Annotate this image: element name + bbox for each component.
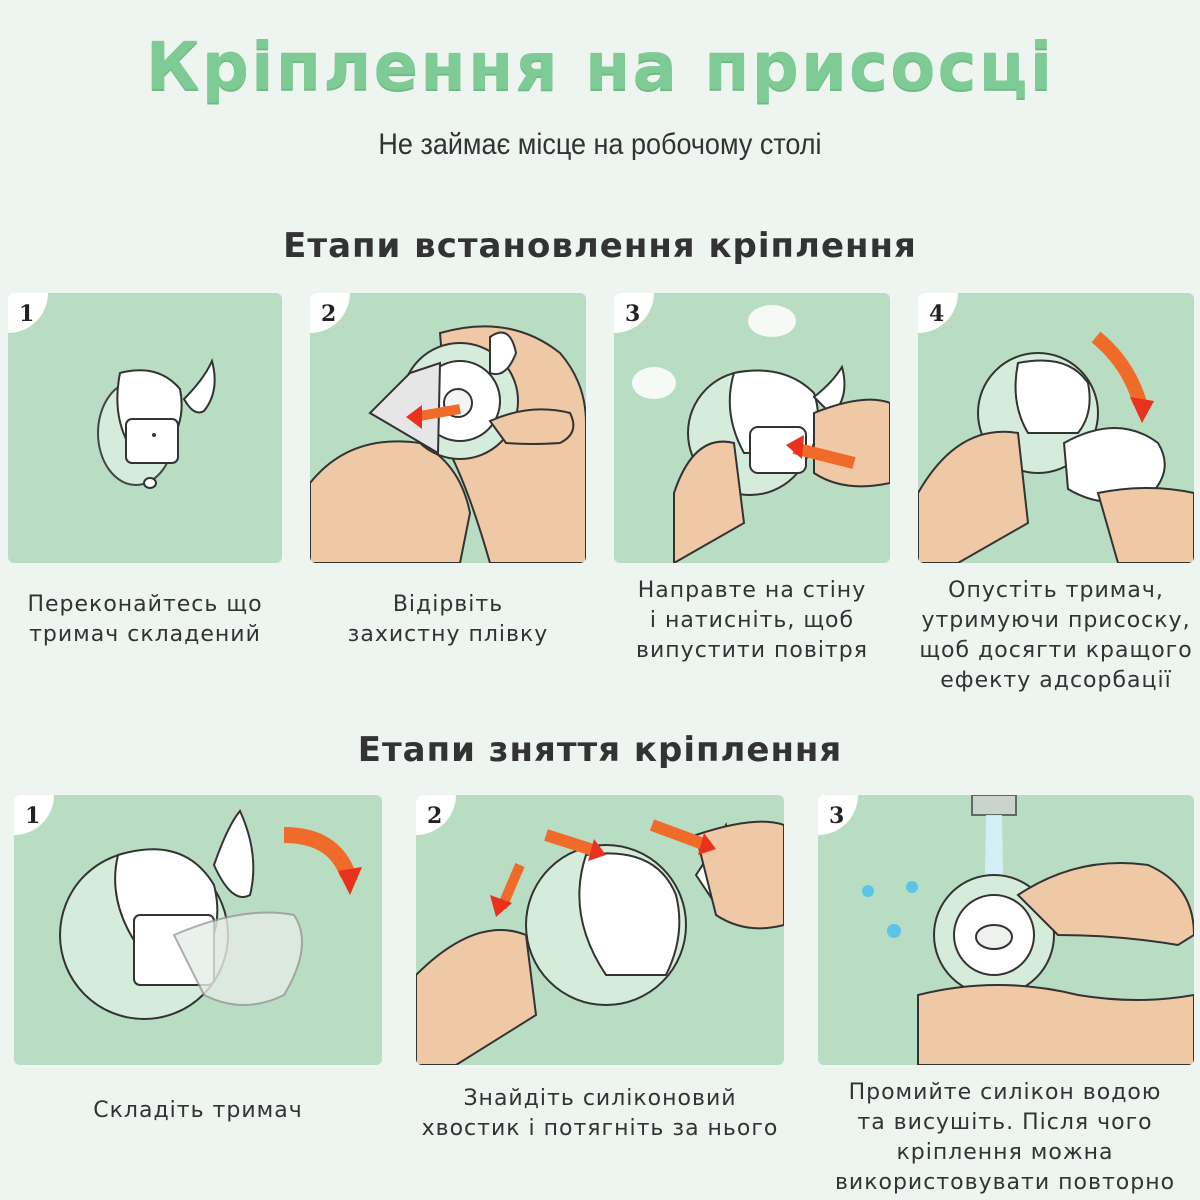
- removal-step-1-card: 1: [14, 795, 382, 1065]
- step-number-badge: 2: [416, 795, 456, 835]
- peel-film-illustration: [310, 325, 586, 563]
- wash-silicone-illustration: [862, 795, 1194, 1065]
- install-step-3-card: 3: [614, 293, 890, 563]
- page-subtitle: Не займає місце на робочому столі: [378, 128, 822, 161]
- removal-step-3-caption: Промийте силікон водою та висушіть. Післ…: [834, 1080, 1176, 1195]
- install-step-4-caption: Опустіть тримач, утримуючи присоску, щоб…: [919, 578, 1193, 693]
- press-to-wall-illustration: [632, 305, 890, 563]
- page-title: Кріплення на присосці: [145, 28, 1055, 105]
- removal-step-2-caption: Знайдіть силіконовий хвостик і потягніть…: [421, 1086, 779, 1141]
- install-step-3-caption: Направте на стіну і натисніть, щоб випус…: [636, 578, 868, 663]
- folded-holder-illustration: [97, 358, 216, 489]
- install-step-4-card: 4: [918, 293, 1194, 563]
- install-step-2-card: 2: [310, 293, 586, 563]
- step-number-badge: 2: [310, 293, 350, 333]
- step-number-badge: 1: [8, 293, 48, 333]
- install-step-1-caption: Переконайтесь що тримач складений: [27, 592, 263, 647]
- removal-section-title: Етапи зняття кріплення: [357, 730, 843, 770]
- removal-step-2-card: 2: [416, 795, 784, 1065]
- install-step-1-card: 1: [8, 293, 282, 563]
- fold-holder-illustration: [59, 809, 362, 1020]
- lower-holder-illustration: [918, 331, 1194, 563]
- install-step-2-caption: Відірвіть захистну плівку: [347, 592, 549, 647]
- pull-tab-illustration: [416, 819, 784, 1065]
- removal-step-3-card: 3: [818, 795, 1194, 1065]
- install-section-title: Етапи встановлення кріплення: [283, 226, 917, 266]
- removal-step-1-caption: Складіть тримач: [93, 1098, 303, 1123]
